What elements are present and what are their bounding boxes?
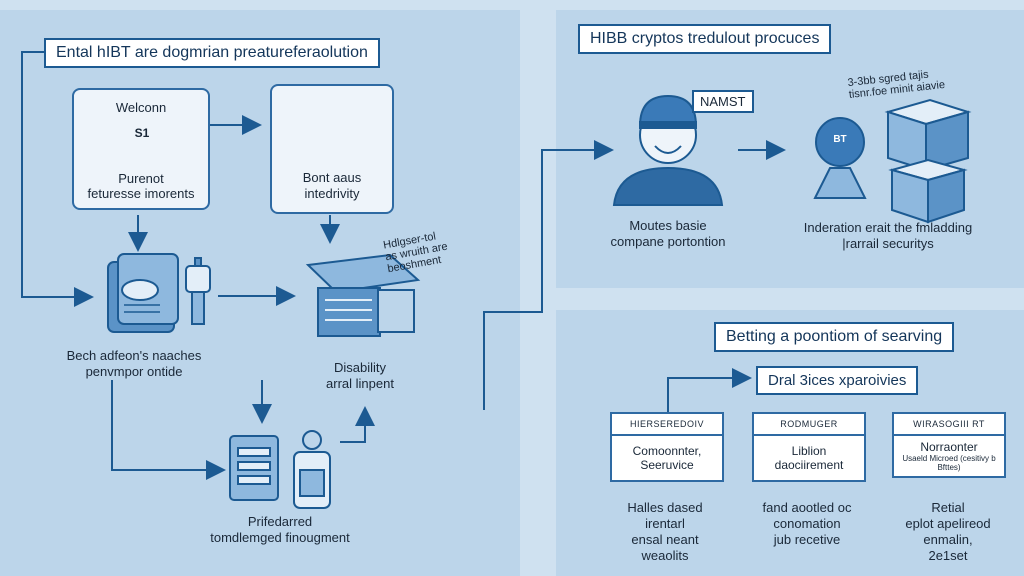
connector-bottom-left [111, 380, 226, 480]
service-box-2-header: RODMUGER [754, 414, 864, 436]
card-chip-label: S1 [134, 126, 150, 140]
connector-outer-left [21, 51, 94, 307]
br-banner-title: Betting a poontiom of searving [714, 322, 955, 352]
connector-bottom-right [340, 406, 375, 443]
service-box-1-header: HIERSEREDOIV [612, 414, 722, 436]
card-activity: Bont aaus intedrivity [270, 84, 394, 214]
service-box-2: RODMUGER Liblion daociirement [752, 412, 866, 482]
badge-text: BT [833, 134, 847, 145]
label-security: Inderation erait the fmladding |rarrail … [803, 220, 973, 251]
service-caption-3: Retial eplot apelireod enmalin, 2e1set [905, 500, 991, 563]
connector-sub-banner [667, 368, 752, 412]
document-icon [229, 435, 279, 501]
usb-key-icon [185, 257, 211, 325]
tr-banner-title: HIBB cryptos tredulout procuces [578, 24, 832, 54]
service-box-3-body1: Norraonter [920, 440, 978, 454]
card-welcome-line2: feturesse imorents [87, 186, 195, 201]
label-company: Moutes basie compane portontion [610, 218, 726, 249]
card-welcome-title: Welconn [115, 100, 167, 115]
service-box-2-body1: Liblion [791, 444, 827, 458]
card-activity-line1: Bont aaus [302, 170, 362, 185]
service-box-3-header: WIRASOGIII RT [894, 414, 1004, 436]
label-archive: Bech adfeon's naaches penvmpor ontide [66, 348, 202, 379]
lock-jar-icon [293, 430, 331, 509]
card-welcome: Welconn S1 Purenot feturesse imorents [72, 88, 210, 210]
card-welcome-line1: Purenot [118, 171, 164, 186]
br-sub-banner: Dral 3ices xparoivies [756, 366, 919, 395]
service-box-3: WIRASOGIII RT Norraonter Usaeld Microed … [892, 412, 1006, 478]
label-preferred: Prifedarred tomdlemged finougment [210, 514, 350, 545]
service-box-1-body2: Seeruvice [640, 458, 694, 472]
service-box-1: HIERSEREDOIV Comoonnter, Seeruvice [610, 412, 724, 482]
server-stack-icon [107, 253, 179, 333]
speech-bubble: NAMST [692, 90, 754, 113]
person-avatar-icon [612, 94, 724, 206]
service-box-1-body1: Comoonnter, [632, 444, 702, 458]
service-caption-2: fand aootled oc conomation jub recetive [762, 500, 852, 547]
connector-left-to-tr [483, 140, 614, 410]
card-activity-line2: intedrivity [304, 186, 360, 201]
left-banner-title: Ental hIBT are dogmrian preatureferaolut… [44, 38, 380, 68]
service-box-3-body2: Usaeld Microed (cesitivy b Bfttes) [902, 454, 996, 472]
package-box-icon [884, 98, 972, 224]
label-disability: Disability arral linpent [326, 360, 394, 391]
shield-badge-icon [813, 117, 867, 199]
printer-icon [305, 253, 421, 337]
service-caption-1: Halles dased irentarl ensal neant weaoli… [627, 500, 703, 563]
service-box-2-body2: daociirement [774, 458, 844, 472]
